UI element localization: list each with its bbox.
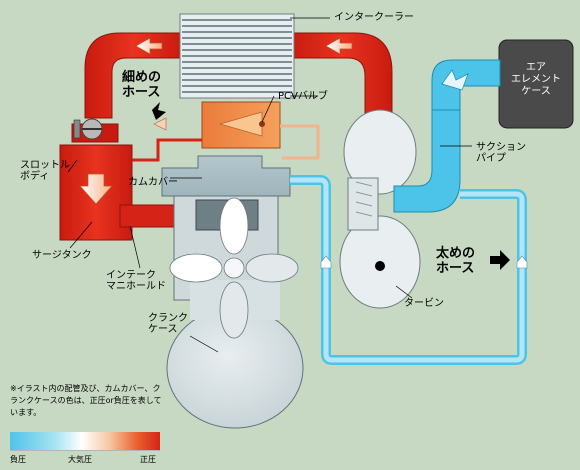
- negative-pressure-piping: [290, 39, 574, 365]
- crank-rotor-icon: [169, 197, 299, 339]
- label-thin-hose: 細めの ホース: [122, 70, 162, 100]
- pointer-arrow-icon: [152, 102, 166, 120]
- intercooler: [179, 13, 295, 99]
- label-throttle-body: スロットル ボディ: [20, 160, 70, 182]
- pointer-arrow-icon: [490, 250, 510, 270]
- legend-note: ※イラスト内の配管及び、カムカバー、クランクケースの色は、正圧or負圧を表してい…: [10, 384, 162, 417]
- flow-arrow-icon: [441, 69, 469, 91]
- flow-arrow-left-icon: [325, 37, 353, 55]
- label-suction-pipe: サクション パイプ: [476, 142, 526, 164]
- label-intake-manifold: インテーク マニホールド: [106, 270, 166, 292]
- label-thick-hose: 太めの ホース: [436, 246, 476, 276]
- leader-lines: [67, 95, 472, 353]
- flow-arrow-up-icon: [320, 255, 332, 269]
- flow-arrow-down-icon: [79, 173, 113, 205]
- label-turbine: タービン: [404, 298, 444, 309]
- pressure-legend-gradient: [10, 432, 160, 451]
- label-crank-case: クランク ケース: [148, 313, 188, 335]
- legend-positive: 正圧: [140, 455, 156, 464]
- label-pcv-valve: PCVバルブ: [278, 91, 328, 102]
- turbine: [339, 109, 421, 309]
- legend-atmospheric: 大気圧: [68, 455, 92, 464]
- flow-arrow-left-icon: [135, 37, 163, 55]
- label-intercooler: インタークーラー: [334, 12, 414, 23]
- label-cam-cover: カムカバー: [128, 177, 178, 188]
- throttle-valve-icon: [73, 118, 103, 140]
- label-air-element-case: エア エレメント ケース: [511, 62, 561, 97]
- flow-arrow-up-icon: [516, 255, 528, 269]
- legend-negative: 負圧: [10, 455, 26, 464]
- thin-hose: [132, 138, 202, 162]
- label-surge-tank: サージタンク: [32, 250, 92, 261]
